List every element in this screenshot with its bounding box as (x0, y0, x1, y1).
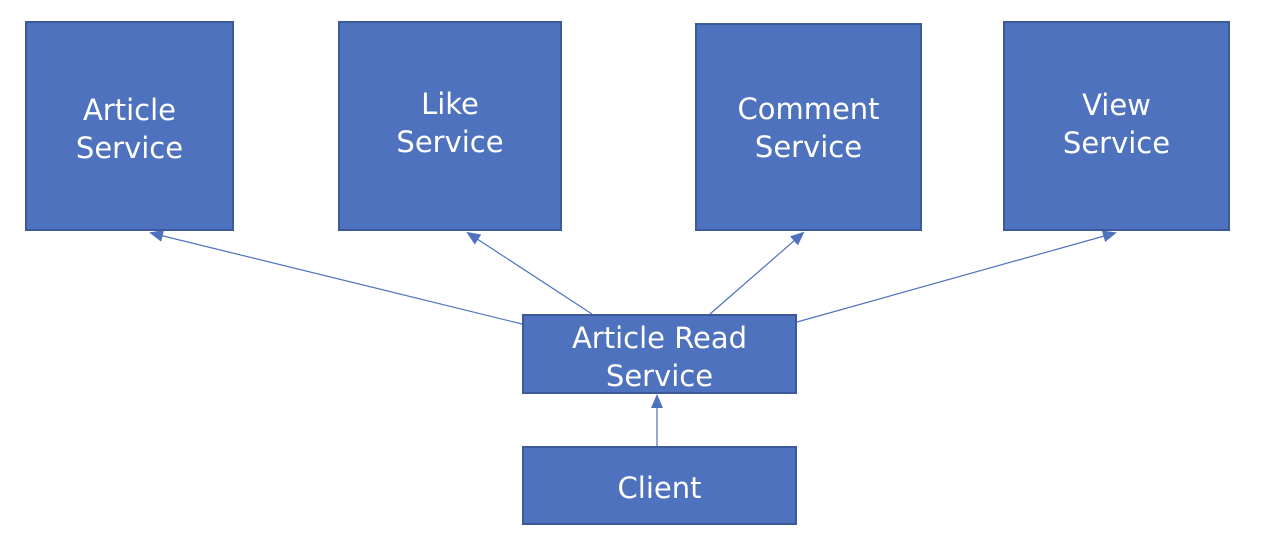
article-read-service-node: Article Read Service (522, 314, 797, 394)
arrow-read-to-view (796, 230, 1117, 323)
view-service-node: View Service (1003, 21, 1230, 231)
arrow-read-to-like (466, 231, 593, 315)
arrow-read-to-article (149, 230, 523, 325)
arrow-read-to-comment (709, 231, 805, 315)
article-service-label: Article Service (75, 93, 184, 165)
comment-service-label: Comment Service (737, 92, 880, 164)
comment-service-node: Comment Service (695, 23, 922, 231)
article-read-service-label: Article Read Service (571, 321, 748, 393)
like-service-label: Like Service (396, 87, 504, 159)
like-service-node: Like Service (338, 21, 562, 231)
article-service-node: Article Service (25, 21, 234, 231)
client-label: Client (617, 470, 702, 505)
view-service-label: View Service (1062, 88, 1171, 160)
client-node: Client (522, 446, 797, 525)
